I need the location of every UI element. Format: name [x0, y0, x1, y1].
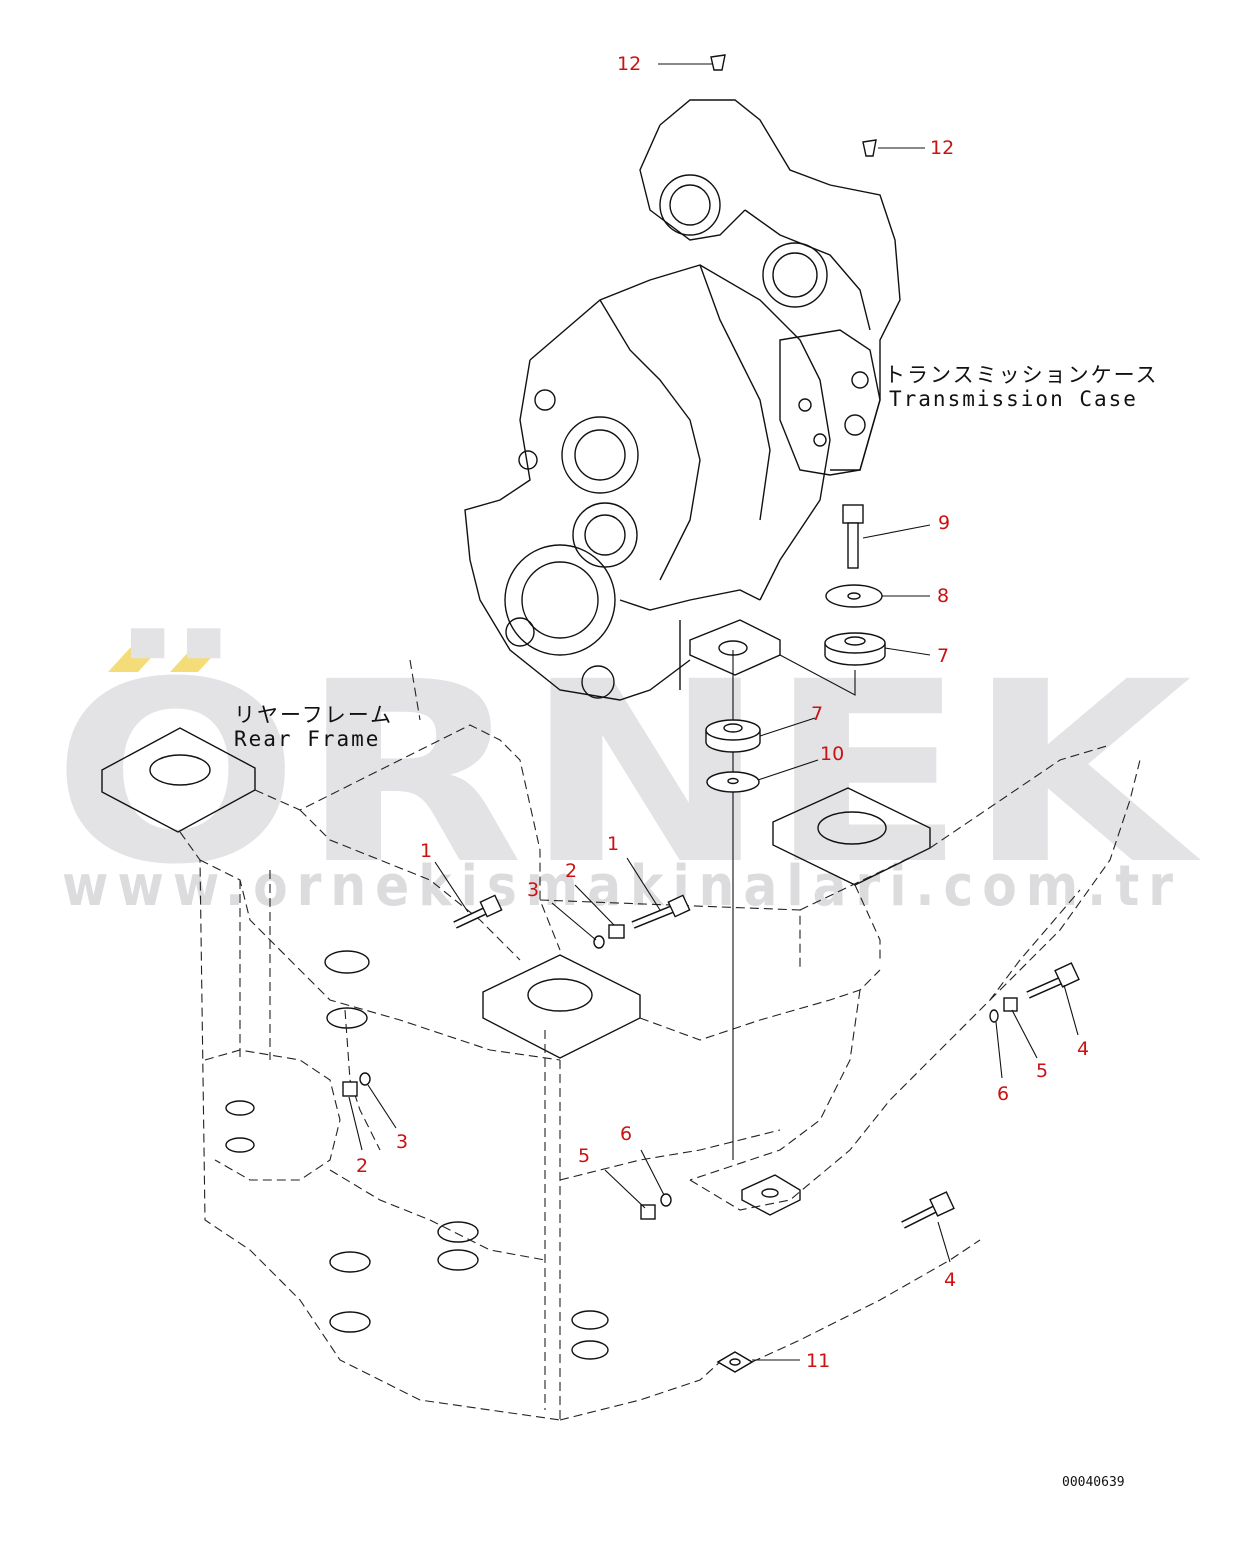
bolt-1a [453, 894, 503, 929]
callout-5-upper: 5 [1036, 1060, 1048, 1082]
washer-6a [989, 1009, 999, 1023]
nut-5a [1003, 997, 1018, 1012]
label-transmission-jp: トランスミッションケース [884, 363, 1159, 387]
bolt-1b [631, 894, 691, 929]
callout-11: 11 [806, 1350, 830, 1372]
callout-4-upper: 4 [1077, 1038, 1089, 1060]
callout-7-lower: 7 [811, 703, 823, 725]
callout-2-lower: 2 [356, 1155, 368, 1177]
washer-6b [660, 1193, 672, 1207]
callout-10: 10 [820, 743, 844, 765]
callout-7-upper: 7 [937, 645, 949, 667]
callout-1-left: 1 [420, 840, 432, 862]
mounting-stack [705, 504, 886, 1160]
bolt-4a [1026, 962, 1080, 999]
transmission-case-drawing [464, 99, 901, 701]
washer-8 [825, 584, 883, 608]
label-rear-frame-en: Rear Frame [234, 727, 380, 751]
callout-6-upper: 6 [997, 1083, 1009, 1105]
washer-10 [706, 771, 760, 793]
watermark: ÖRNEK www.ornekismakinalari.com.tr [52, 628, 1202, 919]
callout-3-lower: 3 [396, 1131, 408, 1153]
plug-12b [862, 139, 877, 157]
mount-11 [716, 1351, 754, 1373]
callout-6-lower: 6 [620, 1123, 632, 1145]
callouts: 12 12 9 8 7 7 10 1 3 2 1 4 5 6 3 2 6 5 4… [356, 53, 1089, 1372]
callout-5-lower: 5 [578, 1145, 590, 1167]
callout-1-right: 1 [607, 833, 619, 855]
washer-3b [359, 1072, 371, 1086]
watermark-accent-right [170, 648, 220, 672]
callout-12-right: 12 [930, 137, 954, 159]
label-transmission-en: Transmission Case [889, 387, 1138, 411]
label-rear-frame-jp: リヤーフレーム [234, 703, 393, 727]
watermark-accent-left [108, 648, 160, 672]
drawing-number: 00040639 [1062, 1475, 1125, 1490]
washer-3a [593, 935, 605, 949]
callout-12-top: 12 [617, 53, 641, 75]
bolt-9-head [842, 504, 864, 524]
nut-2a [608, 924, 625, 939]
fasteners [342, 54, 1080, 1373]
callout-9: 9 [938, 512, 950, 534]
nut-2b [342, 1081, 358, 1097]
nut-5b [640, 1204, 656, 1220]
callout-8: 8 [937, 585, 949, 607]
watermark-brand: ÖRNEK [52, 628, 1202, 919]
bolt-4b [901, 1191, 955, 1229]
component-labels: トランスミッションケース Transmission Case リヤーフレーム R… [234, 363, 1159, 751]
callout-3-upper: 3 [527, 879, 539, 901]
bolt-9-shank [847, 522, 859, 569]
callout-4-lower: 4 [944, 1269, 956, 1291]
callout-2-upper: 2 [565, 860, 577, 882]
leader-lines [348, 63, 1079, 1361]
plug-12a [710, 54, 726, 71]
watermark-url: www.ornekismakinalari.com.tr [62, 854, 1182, 919]
